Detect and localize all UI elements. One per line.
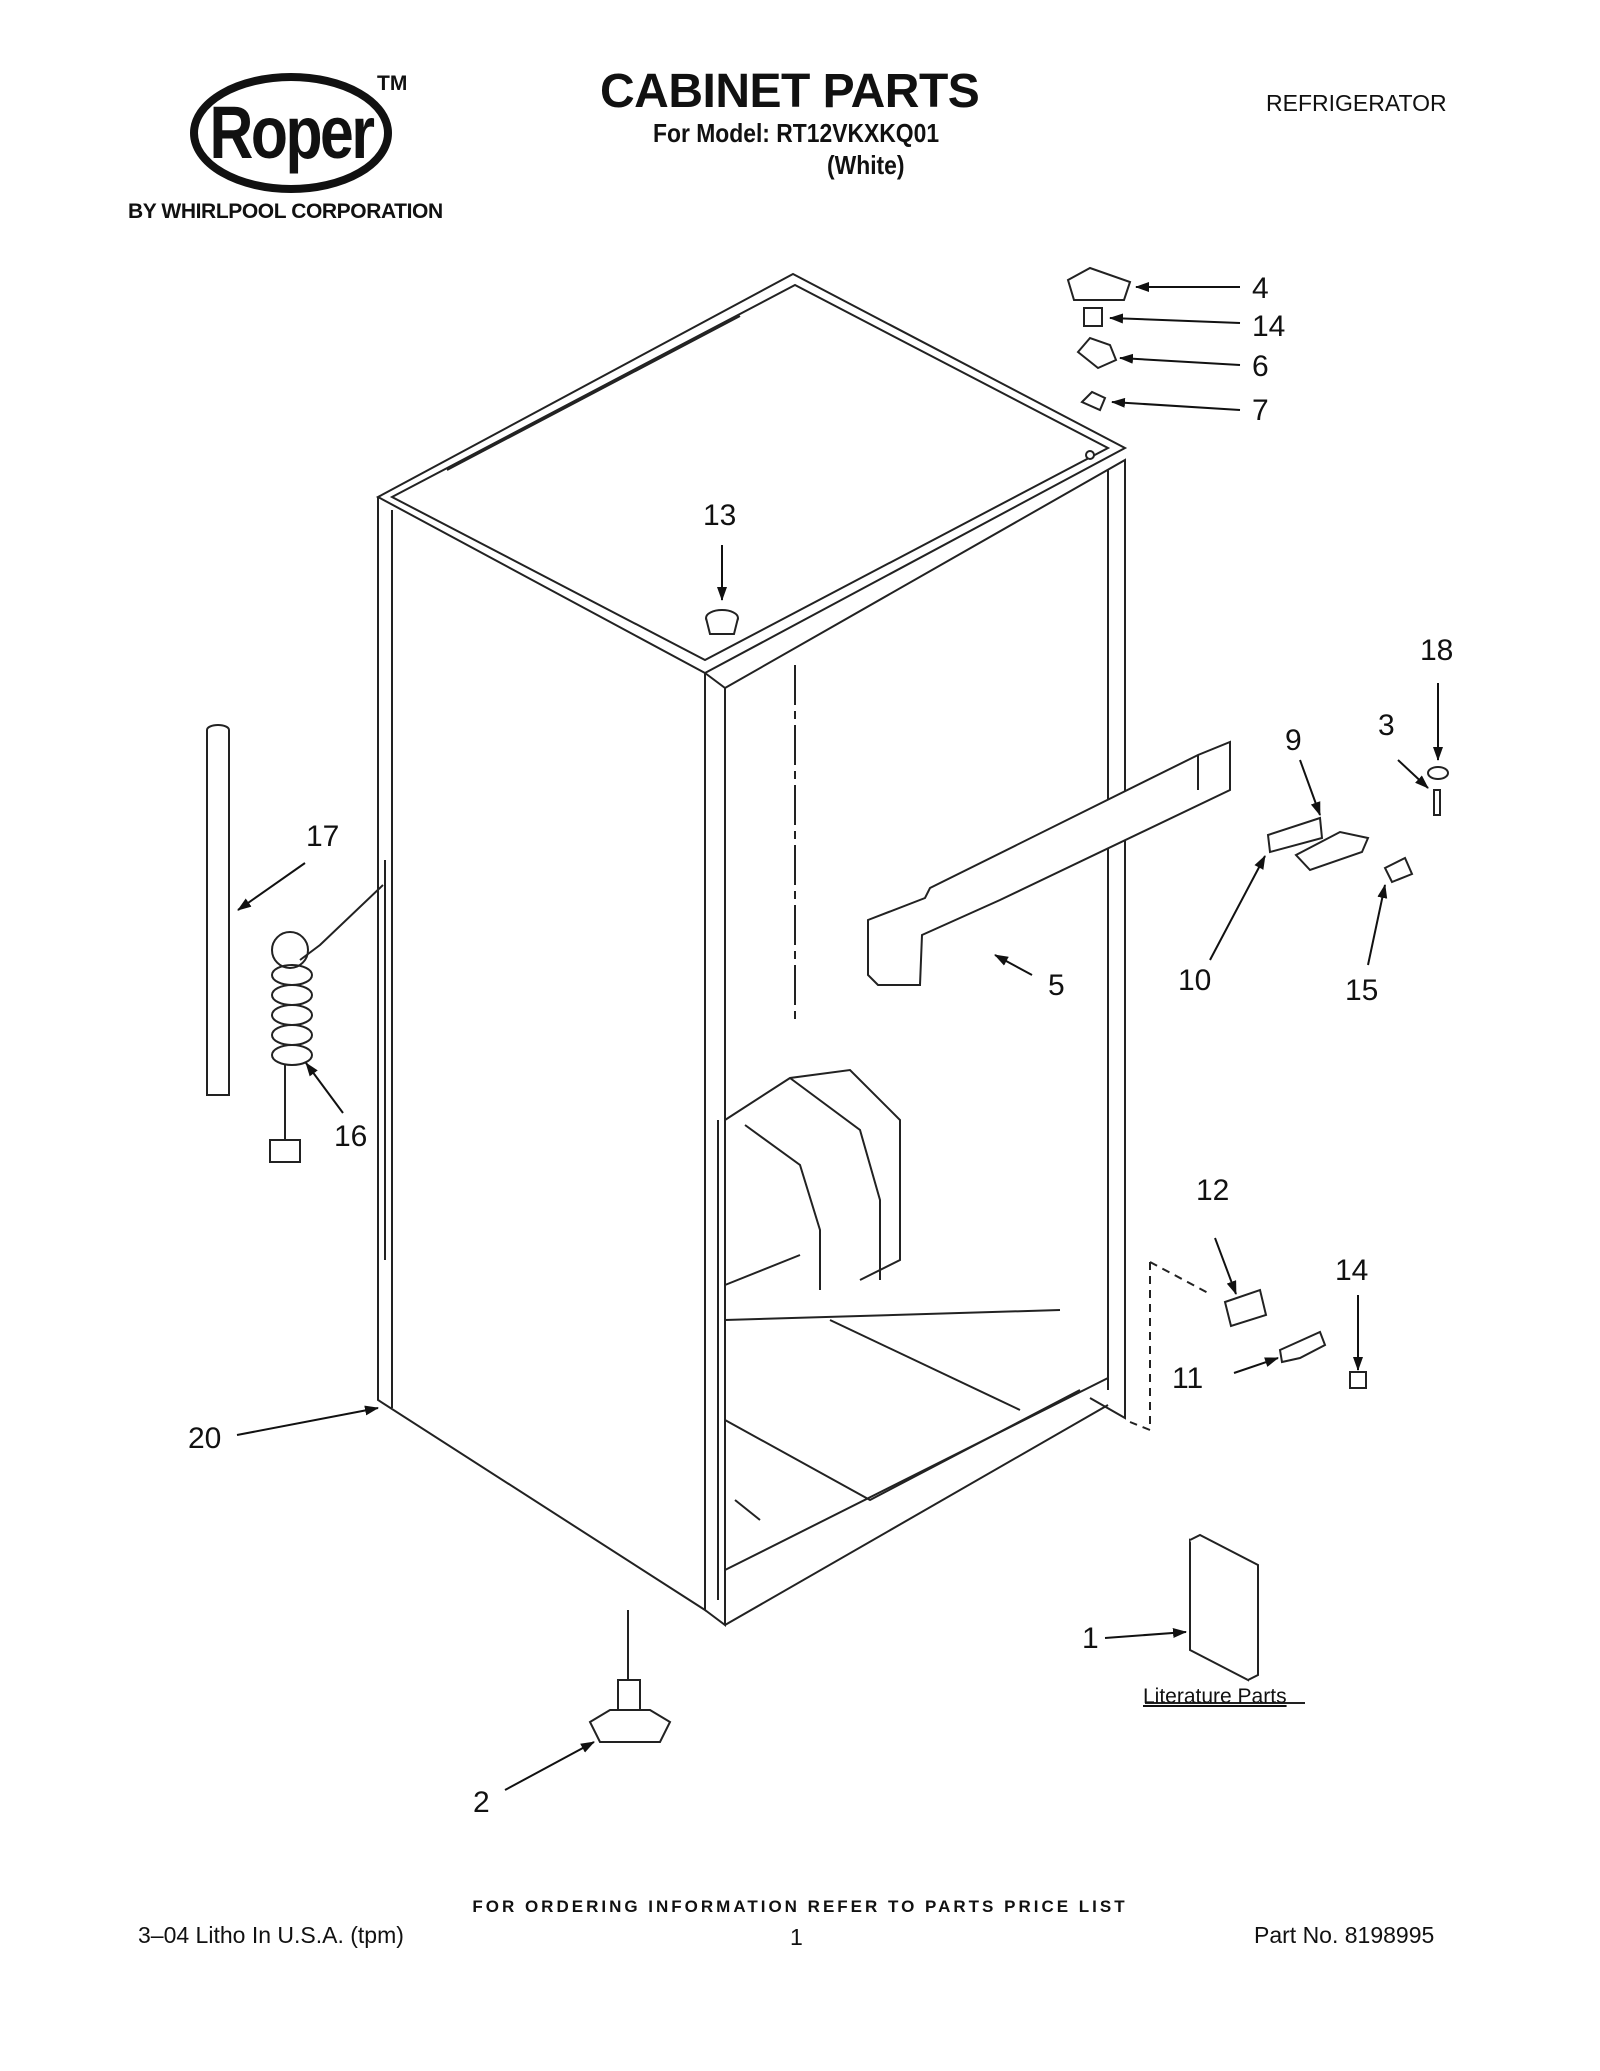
- callout-12: 12: [1196, 1174, 1229, 1207]
- callout-1: 1: [1082, 1622, 1099, 1655]
- brand-subtitle: BY WHIRLPOOL CORPORATION: [128, 200, 443, 223]
- callout-14-top: 14: [1252, 310, 1285, 343]
- model-number: For Model: RT12VKXKQ01: [653, 118, 940, 148]
- brand-logo-text: Roper: [209, 91, 374, 174]
- page-number: 1: [790, 1924, 803, 1950]
- callout-14-bottom: 14: [1335, 1254, 1368, 1287]
- refrigerator-cabinet: [375, 272, 1128, 1627]
- callout-2: 2: [473, 1786, 490, 1819]
- callout-9: 9: [1285, 724, 1302, 757]
- callout-15: 15: [1345, 974, 1378, 1007]
- cabinet-rail-part: [867, 740, 1231, 986]
- callout-4: 4: [1252, 272, 1269, 305]
- leveling-leg-part: [588, 1610, 672, 1743]
- door-stop-assembly: [1266, 766, 1449, 884]
- callout-13: 13: [703, 499, 736, 532]
- callout-5: 5: [1048, 969, 1065, 1002]
- callout-16: 16: [334, 1120, 367, 1153]
- callout-labels: 4 14 6 7 13 5 9 10 15 3 18 12 11 14 17 1…: [188, 272, 1453, 1819]
- litho-note: 3–04 Litho In U.S.A. (tpm): [138, 1922, 404, 1948]
- callout-10: 10: [1178, 964, 1211, 997]
- callout-arrows: [236, 282, 1443, 1791]
- ordering-note: FOR ORDERING INFORMATION REFER TO PARTS …: [472, 1897, 1128, 1916]
- callout-18: 18: [1420, 634, 1453, 667]
- literature-booklet: [1145, 1533, 1305, 1704]
- tube-part: [206, 724, 230, 1096]
- power-cord-part: [269, 884, 384, 1163]
- literature-parts-label: Literature Parts: [1143, 1685, 1287, 1708]
- product-type: REFRIGERATOR: [1266, 90, 1447, 116]
- callout-17: 17: [306, 820, 339, 853]
- callout-3: 3: [1378, 709, 1395, 742]
- top-hinge-assembly: [1066, 266, 1132, 460]
- callout-20: 20: [188, 1422, 221, 1455]
- bottom-hinge-assembly: [1129, 1261, 1367, 1432]
- callout-11: 11: [1172, 1362, 1203, 1395]
- callout-6: 6: [1252, 350, 1269, 383]
- trademark-mark: TM: [377, 72, 408, 95]
- page-title: CABINET PARTS: [600, 65, 980, 118]
- model-color: (White): [827, 150, 905, 180]
- callout-7: 7: [1252, 394, 1269, 427]
- top-plug-part: [705, 609, 739, 635]
- part-number: Part No. 8198995: [1254, 1922, 1435, 1948]
- roper-logo: [190, 73, 392, 193]
